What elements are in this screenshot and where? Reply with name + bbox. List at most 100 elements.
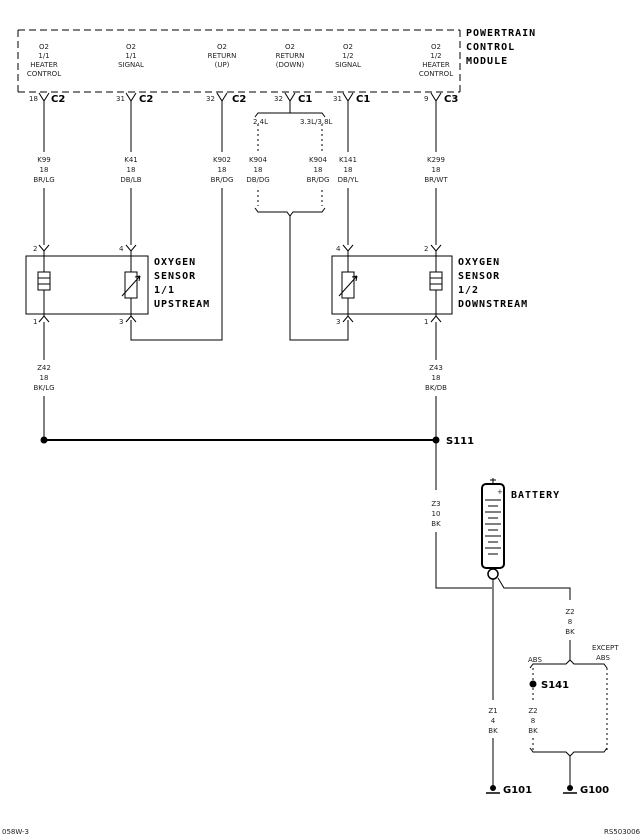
up-label-2: SENSOR: [154, 271, 196, 282]
pin6-connector: C3: [444, 94, 458, 105]
pin6-l4: CONTROL: [419, 70, 453, 78]
pin2-l2: 1/1: [125, 52, 136, 60]
k904-left-code: K904: [249, 156, 267, 164]
except-abs-1: EXCEPT: [592, 644, 619, 652]
connector-row: 18 C2 31 C2 32 C2 32 C1 31 C1 9 C3: [29, 92, 458, 106]
up-pin-b: 4: [119, 245, 124, 253]
k41-gauge: 18: [127, 166, 136, 174]
splice-dot-s141: [529, 680, 537, 688]
splice-s141-label: S141: [541, 680, 569, 691]
k902-color: BR/DG: [211, 176, 234, 184]
k41-color: DB/LB: [120, 176, 141, 184]
k99-code: K99: [37, 156, 51, 164]
k902-code: K902: [213, 156, 231, 164]
variant-brace-top: [254, 112, 326, 118]
z43-color: BK/DB: [425, 384, 447, 392]
abs-label: ABS: [528, 656, 542, 664]
pin6-l2: 1/2: [430, 52, 441, 60]
variable-resistor-icon: [124, 256, 138, 314]
pin1-l4: CONTROL: [27, 70, 61, 78]
up-label-1: OXYGEN: [154, 257, 196, 268]
battery-label: BATTERY: [511, 490, 560, 501]
pin4-l2: RETURN: [276, 52, 305, 60]
pcm-title-3: MODULE: [466, 56, 508, 67]
oxygen-sensor-upstream: [25, 255, 149, 315]
z2-top-gauge: 8: [568, 618, 572, 626]
pin6-number: 9: [424, 95, 428, 103]
k141-color: DB/YL: [338, 176, 359, 184]
up-pin-a: 2: [33, 245, 37, 253]
variant-brace-bottom: [254, 207, 326, 217]
k904-right-code: K904: [309, 156, 327, 164]
wire-z3: [435, 532, 492, 589]
k99-color: BR/LG: [33, 176, 54, 184]
z42-code: Z42: [37, 364, 51, 372]
z42-gauge: 18: [40, 374, 49, 382]
variant-right-label: 3.3L/3.8L: [300, 118, 333, 126]
down-label-3: 1/2: [458, 285, 479, 296]
pin5-number: 31: [333, 95, 342, 103]
oxygen-sensor-downstream: [331, 255, 453, 315]
pin2-l1: O2: [126, 43, 136, 51]
pin4-l3: (DOWN): [276, 61, 305, 69]
pin3-l3: (UP): [215, 61, 230, 69]
down-pin-a: 4: [336, 245, 341, 253]
k41-code: K41: [124, 156, 138, 164]
wire-k902-return: [130, 188, 223, 341]
variable-resistor-icon: [341, 256, 355, 314]
pin4-number: 32: [274, 95, 283, 103]
pin1-l2: 1/1: [38, 52, 49, 60]
pin5-l3: SIGNAL: [335, 61, 361, 69]
down-pin-c: 3: [336, 318, 340, 326]
z3-code: Z3: [431, 500, 440, 508]
z1-color: BK: [488, 727, 498, 735]
pin3-l1: O2: [217, 43, 227, 51]
splice-s111-label: S111: [446, 436, 474, 447]
k904-right-color: BR/DG: [307, 176, 330, 184]
pin2-connector: C2: [139, 94, 153, 105]
down-label-1: OXYGEN: [458, 257, 500, 268]
k904-right-gauge: 18: [314, 166, 323, 174]
pcm-box: [17, 29, 461, 93]
battery-icon: [481, 478, 505, 580]
z3-gauge: 10: [432, 510, 441, 518]
pin2-number: 31: [116, 95, 125, 103]
z43-code: Z43: [429, 364, 443, 372]
heater-element-icon: [429, 256, 443, 314]
z1-gauge: 4: [491, 717, 496, 725]
k902-gauge: 18: [218, 166, 227, 174]
pin6-l3: HEATER: [422, 61, 450, 69]
z3-color: BK: [431, 520, 441, 528]
z2-low-code: Z2: [528, 707, 537, 715]
pin1-l3: HEATER: [30, 61, 58, 69]
ground-icon: [486, 785, 500, 794]
z1-code: Z1: [488, 707, 497, 715]
pin3-number: 32: [206, 95, 215, 103]
pin6-l1: O2: [431, 43, 441, 51]
variant-left-label: 2.4L: [253, 118, 268, 126]
pin4-connector: C1: [298, 94, 312, 105]
up-pin-c: 1: [33, 318, 37, 326]
k99-gauge: 18: [40, 166, 49, 174]
up-label-4: UPSTREAM: [154, 299, 210, 310]
k141-gauge: 18: [344, 166, 353, 174]
k141-code: K141: [339, 156, 357, 164]
k299-code: K299: [427, 156, 445, 164]
ground-g100-label: G100: [580, 785, 609, 796]
pin5-l2: 1/2: [342, 52, 353, 60]
z2-top-color: BK: [565, 628, 575, 636]
wire-k904-return: [289, 216, 349, 341]
down-label-2: SENSOR: [458, 271, 500, 282]
k299-color: BR/WT: [424, 176, 448, 184]
pin2-l3: SIGNAL: [118, 61, 144, 69]
pin3-connector: C2: [232, 94, 246, 105]
wire-z2-upper: [497, 577, 571, 600]
ground-icon: [563, 785, 577, 794]
ground-g101-label: G101: [503, 785, 532, 796]
z2-low-gauge: 8: [531, 717, 535, 725]
pin1-connector: C2: [51, 94, 65, 105]
up-label-3: 1/1: [154, 285, 175, 296]
down-pin-d: 1: [424, 318, 428, 326]
